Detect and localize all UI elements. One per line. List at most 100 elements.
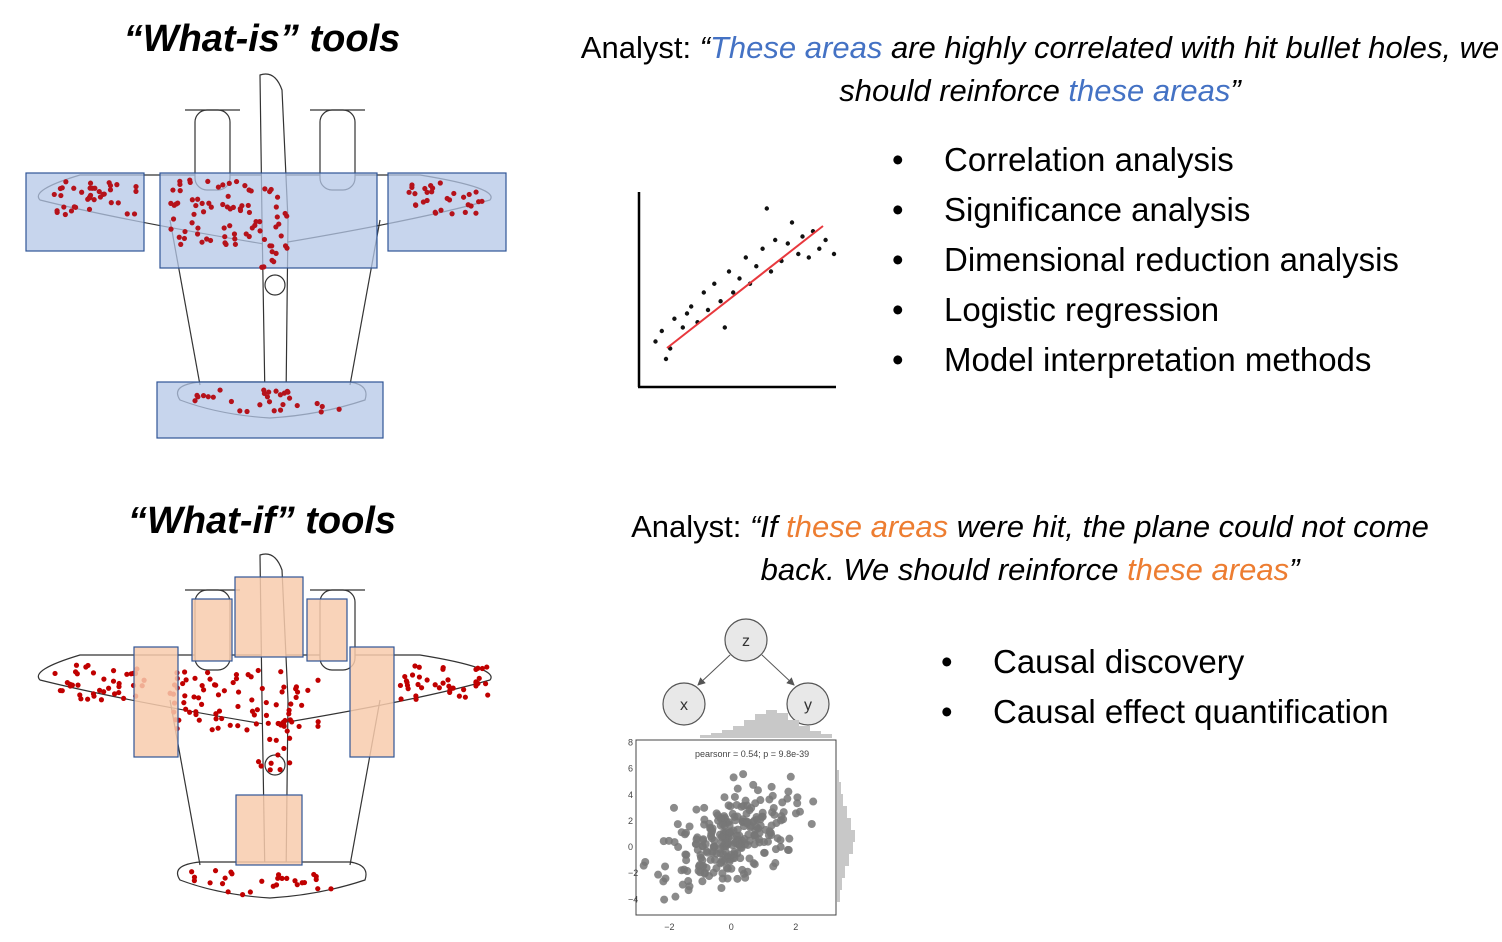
bullet-hole-dot [440,680,446,686]
bullet-hole-dot [181,235,188,242]
histogram-bar [821,734,832,738]
bullet-hole-dot [73,662,80,668]
data-point [709,842,718,851]
what-is-analyst-quote: Analyst: “These areas are highly correla… [580,26,1500,112]
bullet-hole-dot [96,188,102,195]
quote-highlight-1: These areas [710,30,883,65]
data-point [765,827,774,836]
bullet-hole-dot [58,192,64,199]
data-point [639,861,648,870]
bullet-hole-dot [233,178,240,185]
bullet-hole-dot [280,719,287,725]
data-point [717,883,726,892]
list-item: Dimensional reduction analysis [892,235,1399,285]
bullet-hole-dot [259,878,265,884]
bullet-hole-dot [313,876,319,883]
bullet-hole-dot [208,204,214,210]
data-point [749,780,758,789]
bullet-hole-dot [273,737,279,743]
bullet-hole-dot [413,696,419,702]
bullet-hole-dot [233,676,240,682]
bullet-hole-dot [246,209,253,216]
bullet-hole-dot [210,394,216,400]
bullet-hole-dot [336,406,342,412]
bullet-hole-dot [75,682,81,688]
bullet-hole-dot [255,759,262,765]
bullet-hole-dot [247,889,253,895]
bullet-hole-dot [227,206,233,212]
bullet-hole-dot [228,398,235,405]
x-tick-label: 0 [729,922,734,932]
bullet-hole-dot [204,669,211,676]
bullet-hole-dot [293,694,299,700]
bullet-hole-dot [195,196,201,202]
bullet-hole-dot [449,211,455,217]
bullet-hole-dot [124,671,130,677]
bullet-hole-dot [266,389,272,395]
data-point [796,251,801,257]
bullet-hole-dot [301,879,308,886]
bullet-hole-dot [280,401,286,408]
data-point [807,819,816,828]
bullet-hole-dot [473,210,479,216]
bullet-hole-dot [259,685,265,692]
bullet-hole-dot [286,711,292,717]
highlight-region-box [387,172,507,252]
bullet-hole-dot [287,735,293,741]
data-point [793,793,802,802]
data-point [726,827,735,836]
bullet-hole-dot [406,189,412,195]
bullet-hole-dot [63,179,69,185]
bullet-hole-dot [191,211,197,217]
quote-close: ” [1230,73,1241,108]
bullet-hole-dot [462,209,468,215]
bullet-hole-dot [133,188,139,194]
data-point [800,234,805,239]
bullet-hole-dot [450,685,456,691]
tail-outline [176,861,367,899]
bullet-hole-dot [275,872,282,878]
bullet-hole-dot [133,184,139,190]
bullet-hole-dot [215,692,222,698]
bullet-hole-dot [187,177,193,183]
svg-text:y: y [804,697,812,714]
data-point [680,830,689,839]
data-point [809,797,818,806]
what-if-heading: “What-if” tools [127,500,397,542]
bullet-hole-dot [292,878,298,884]
bullet-hole-dot [424,197,430,204]
bullet-hole-dot [263,699,269,706]
bullet-hole-dot [271,408,277,414]
what-is-plane-diagram [25,73,507,439]
data-point [786,772,795,781]
trend-line [666,225,824,349]
bullet-hole-dot [68,208,75,214]
bullet-hole-dot [171,202,177,208]
bullet-hole-dot [101,191,107,197]
bullet-hole-dot [409,182,415,188]
bullet-hole-dot [225,889,231,895]
bullet-hole-dot [97,194,104,200]
bullet-hole-dot [274,194,281,200]
bullet-hole-dot [273,250,279,256]
y-tick-label: −4 [628,894,638,904]
bullet-hole-dot [436,685,442,691]
bullet-hole-dot [233,672,240,678]
bullet-hole-dot [182,228,188,235]
bullet-hole-dot [195,695,202,701]
data-point [702,847,711,856]
data-point [784,846,793,855]
bullet-hole-dot [277,767,283,773]
bullet-hole-dot [101,689,107,695]
histogram-bar [799,726,810,738]
list-item: Causal effect quantification [941,687,1389,737]
data-point [673,820,682,829]
bullet-hole-dot [182,693,188,699]
data-point [768,791,777,800]
bullet-hole-dot [251,712,257,718]
bullet-hole-dot [237,207,244,214]
bullet-hole-dot [170,216,177,222]
bullet-hole-dot [87,192,94,198]
y-tick-label: 0 [628,842,633,852]
bullet-hole-dot [482,681,489,687]
